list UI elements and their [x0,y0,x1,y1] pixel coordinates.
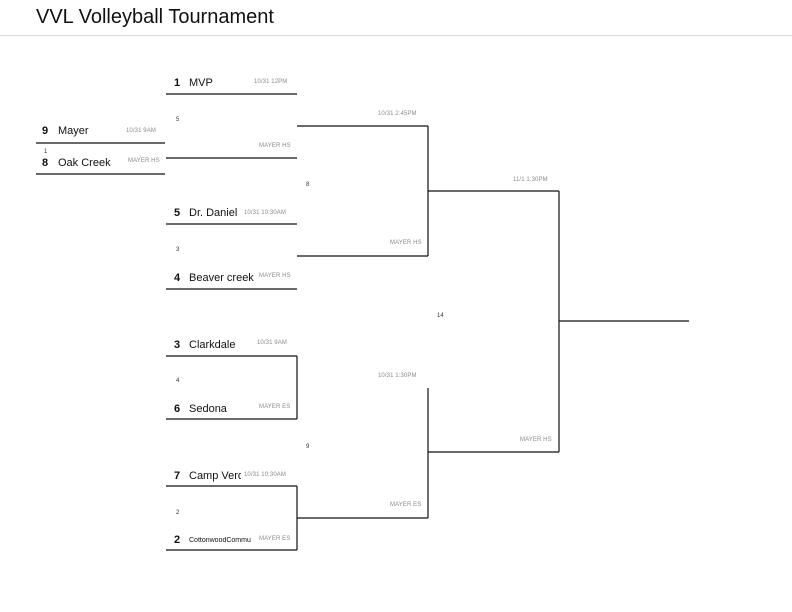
game9-number: 9 [306,444,310,450]
seed-cottonwood: 2 [174,534,181,546]
team-clarkdale[interactable]: Clarkdale [189,339,236,351]
game4-time: 10/31 9AM [257,340,287,346]
team-beaver-creek[interactable]: Beaver creek [189,272,254,284]
game5-location: MAYER HS [259,143,291,149]
team-cottonwood[interactable]: CottonwoodCommu [189,537,251,544]
seed-beaver-creek: 4 [174,272,181,284]
header-divider [0,35,792,36]
seed-mvp: 1 [174,77,181,89]
game2-location: MAYER ES [259,536,291,542]
game3-number: 3 [176,247,180,253]
game14-number: 14 [437,313,444,319]
game5-time: 10/31 12PM [254,79,288,85]
game14-time: 11/1 1:30PM [513,177,548,183]
game3-location: MAYER HS [259,273,291,279]
game1-number: 1 [44,149,48,155]
team-dr-daniel[interactable]: Dr. Daniel B [189,207,241,219]
game8-number: 8 [306,182,310,188]
seed-mayer: 9 [42,125,49,137]
seed-oak-creek: 8 [42,157,49,169]
game8-location: MAYER HS [390,240,422,246]
game1-location: MAYER HS [128,158,160,164]
game9-time: 10/31 1:30PM [378,373,417,379]
seed-sedona: 6 [174,403,181,415]
team-camp-verde[interactable]: Camp Verd [189,470,241,482]
team-mayer[interactable]: Mayer [58,125,89,137]
seed-clarkdale: 3 [174,339,181,351]
game1-time: 10/31 9AM [126,128,156,134]
team-mvp[interactable]: MVP [189,77,213,89]
seed-dr-daniel: 5 [174,207,181,219]
game5-number: 5 [176,117,180,123]
game2-number: 2 [176,510,180,516]
game8-time: 10/31 2:45PM [378,111,417,117]
team-sedona[interactable]: Sedona [189,403,227,415]
game4-location: MAYER ES [259,404,291,410]
game4-number: 4 [176,378,180,384]
game14-location: MAYER HS [520,437,552,443]
game2-time: 10/31 10:30AM [244,472,286,478]
page-title: VVL Volleyball Tournament [36,6,274,28]
team-oak-creek[interactable]: Oak Creek [58,157,111,169]
seed-camp-verde: 7 [174,470,181,482]
game9-location: MAYER ES [390,502,422,508]
game3-time: 10/31 10:30AM [244,210,286,216]
